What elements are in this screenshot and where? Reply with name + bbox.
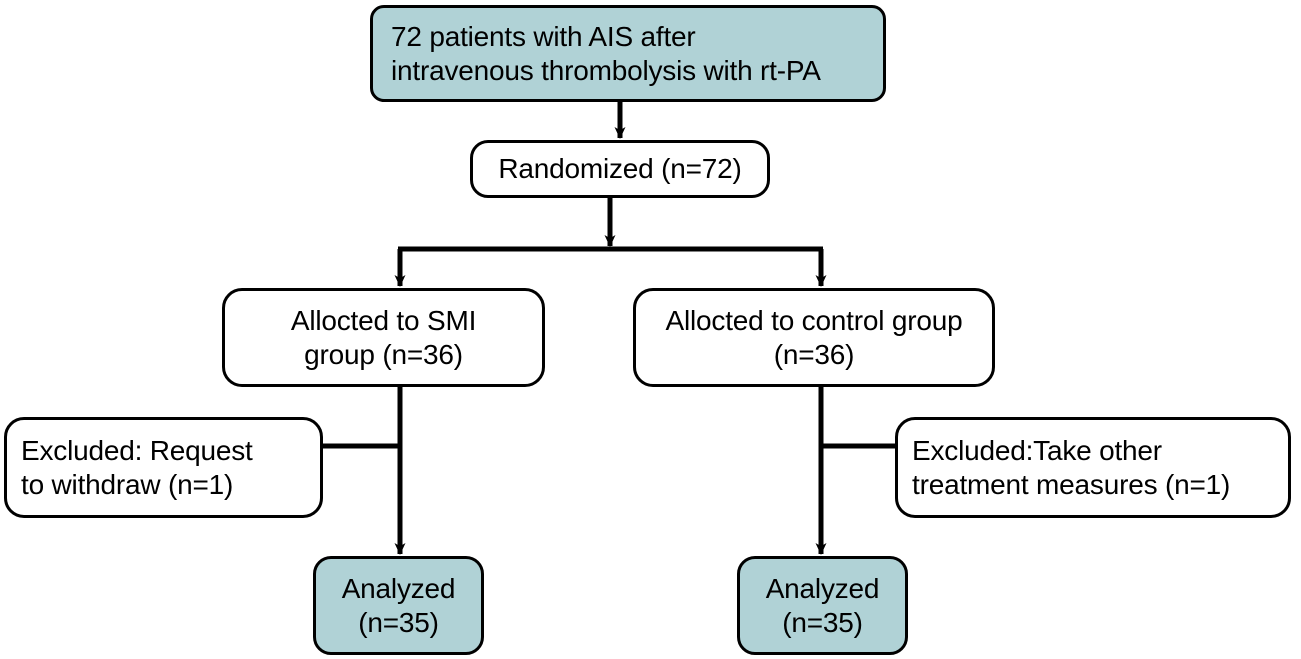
- node-excluded-control[interactable]: Excluded:Take other treatment measures (…: [895, 417, 1291, 518]
- node-excluded-smi-line-2: to withdraw (n=1): [21, 468, 234, 500]
- node-enrollment-line-2: intravenous thrombolysis with rt-PA: [391, 54, 821, 86]
- node-alloc-control[interactable]: Allocted to control group (n=36): [633, 288, 995, 387]
- node-analyzed-smi[interactable]: Analyzed (n=35): [313, 556, 484, 655]
- node-alloc-smi-line-2: group (n=36): [304, 338, 463, 370]
- edge-randomized-to-split: [398, 198, 823, 252]
- node-excluded-control-line-2: treatment measures (n=1): [912, 468, 1231, 500]
- node-alloc-smi[interactable]: Allocted to SMI group (n=36): [222, 288, 545, 387]
- node-alloc-smi-line-1: Allocted to SMI: [290, 305, 477, 337]
- node-excluded-control-line-1: Excluded:Take other: [912, 435, 1162, 467]
- node-excluded-smi-line-1: Excluded: Request: [21, 435, 253, 467]
- node-analyzed-control-line-2: (n=35): [782, 606, 863, 638]
- node-alloc-control-line-2: (n=36): [773, 338, 855, 370]
- node-enrollment-line-1: 72 patients with AIS after: [391, 21, 696, 53]
- node-enrollment[interactable]: 72 patients with AIS after intravenous t…: [370, 5, 886, 102]
- node-alloc-control-line-1: Allocted to control group: [665, 305, 963, 337]
- node-randomized-line-1: Randomized (n=72): [498, 153, 742, 185]
- node-randomized[interactable]: Randomized (n=72): [470, 140, 770, 198]
- node-analyzed-control-line-1: Analyzed: [765, 573, 880, 605]
- node-analyzed-control[interactable]: Analyzed (n=35): [737, 556, 908, 655]
- node-analyzed-smi-line-2: (n=35): [358, 606, 439, 638]
- node-analyzed-smi-line-1: Analyzed: [341, 573, 456, 605]
- node-excluded-smi[interactable]: Excluded: Request to withdraw (n=1): [4, 417, 323, 518]
